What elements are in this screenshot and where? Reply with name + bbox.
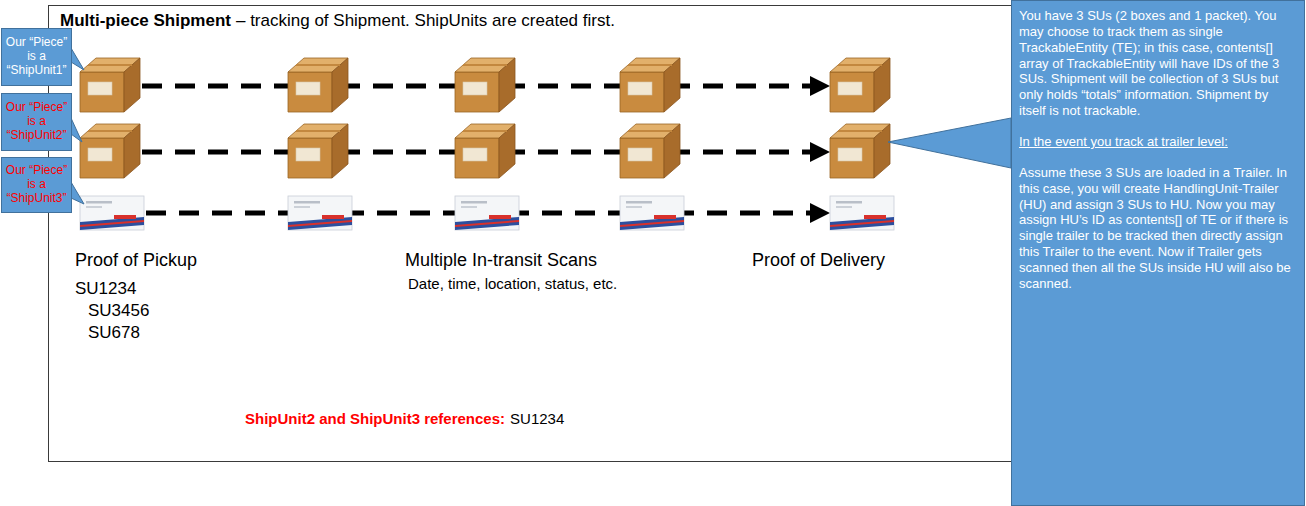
ship-unit-id: SU1234 [75,279,136,299]
packet-icon [620,196,684,230]
diagram-title: Multi-piece Shipment [60,11,231,31]
packet-icon [80,196,144,230]
stage-heading: Proof of Delivery [752,250,885,271]
ship-unit-id: SU678 [88,323,140,343]
note-paragraph: You have 3 SUs (2 boxes and 1 packet). Y… [1019,8,1297,119]
packet-row [80,196,894,230]
arrowhead [810,203,830,223]
box-icon [620,58,680,112]
callout-text: Our “Piece” is a “ShipUnit1” [5,36,68,77]
packet-icon [288,196,352,230]
box-icon [455,58,515,112]
packet-icon [830,196,894,230]
callout-text: Our “Piece” is a “ShipUnit2” [5,101,68,142]
box-icon [288,124,348,178]
reference-note: ShipUnit2 and ShipUnit3 references: [245,410,505,427]
ship-unit-id: SU3456 [88,301,149,321]
arrowhead [810,76,830,96]
box-icon [80,124,140,178]
stage-heading: Multiple In-transit Scans [405,250,597,271]
callout-pointer [888,118,1011,168]
box-row-2 [80,124,890,178]
box-icon [288,58,348,112]
box-icon [455,124,515,178]
box-icon [620,124,680,178]
callout-text: Our “Piece” is a “ShipUnit3” [5,164,68,205]
note-paragraph: Assume these 3 SUs are loaded in a Trail… [1019,165,1297,292]
reference-id: SU1234 [510,410,564,427]
callout-box: Our “Piece” is a “ShipUnit1” [1,28,72,86]
stage-detail: Date, time, location, status, etc. [408,275,617,292]
callout-pointer [71,118,82,142]
callout-box: Our “Piece” is a “ShipUnit2” [1,93,72,151]
box-icon [80,58,140,112]
box-row-1 [80,58,890,112]
callout-box: Our “Piece” is a “ShipUnit3” [1,157,72,213]
callout-pointer [71,182,84,204]
note-heading: In the event you track at trailer level: [1019,134,1297,150]
title-subtext: – tracking of Shipment. ShipUnits are cr… [236,11,615,31]
note-callout: You have 3 SUs (2 boxes and 1 packet). Y… [1011,0,1305,506]
stage-heading: Proof of Pickup [75,250,197,271]
frame [49,6,1049,462]
callout-pointer [71,48,84,70]
callout-pointers [71,48,1011,204]
box-icon [830,124,890,178]
box-icon [830,58,890,112]
arrowhead [810,142,830,162]
arrowheads [810,76,830,223]
packet-icon [455,196,519,230]
